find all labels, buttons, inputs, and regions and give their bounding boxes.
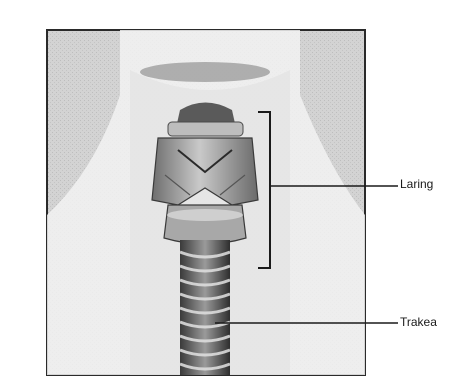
cricoid-ring <box>167 209 243 221</box>
hyoid-bone <box>168 122 243 136</box>
jaw-shadow <box>140 62 270 82</box>
larynx-label: Laring <box>400 177 433 191</box>
trachea-label: Trakea <box>400 315 437 329</box>
